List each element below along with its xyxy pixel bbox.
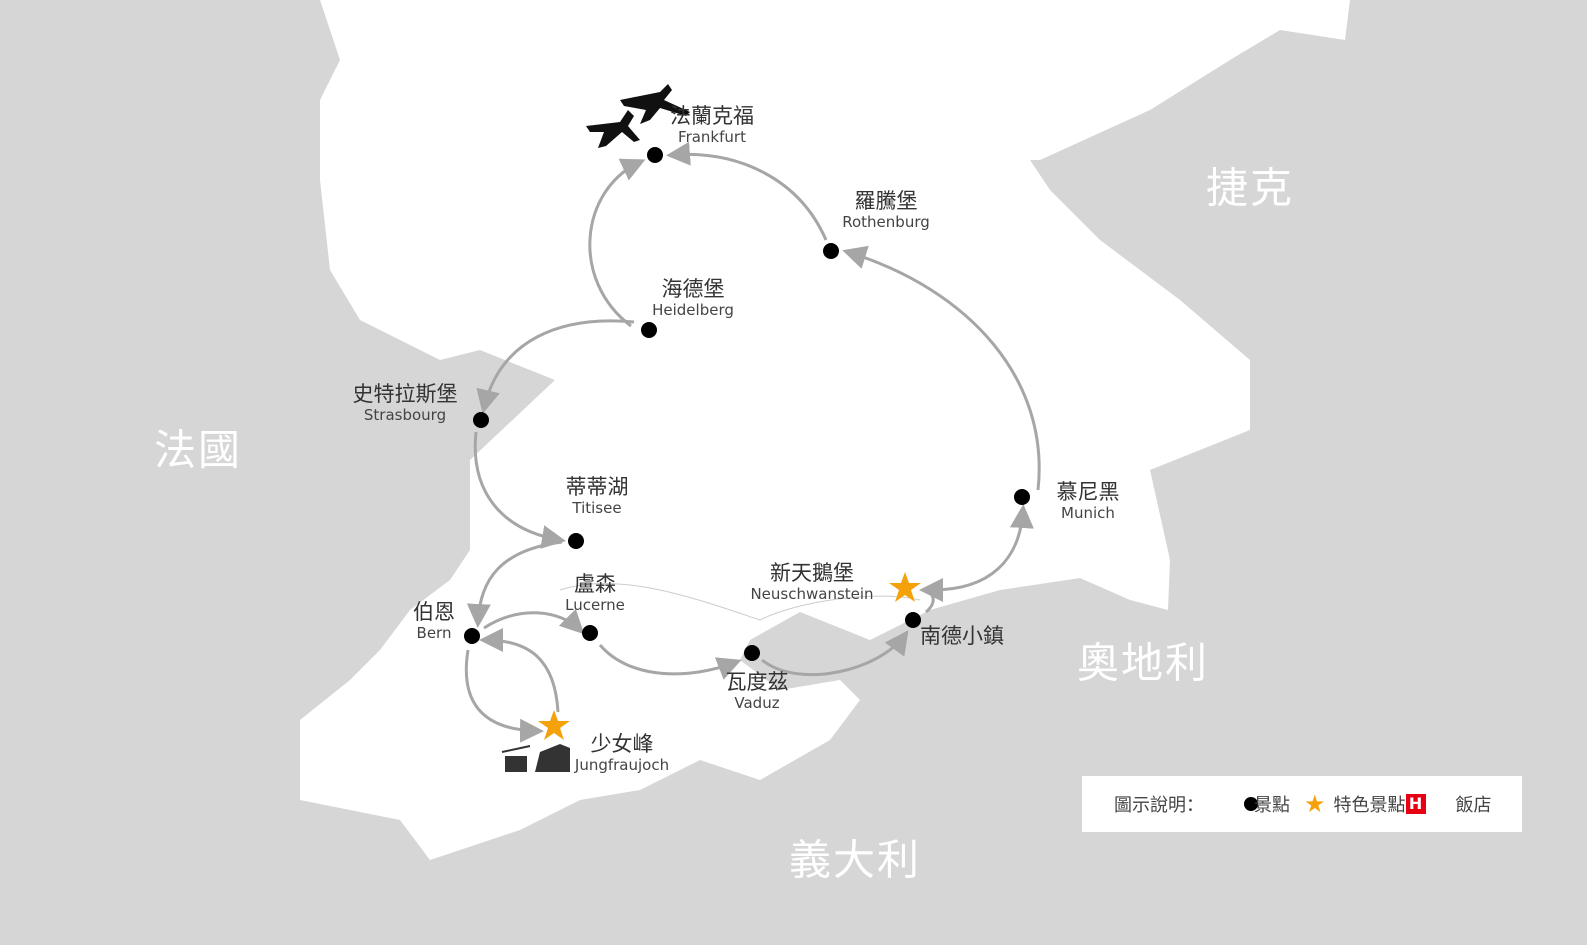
country-italy: 義大利 — [788, 835, 922, 885]
marker-bern[interactable] — [464, 628, 480, 644]
lake-shore — [559, 583, 921, 621]
hotel-icon: H — [1405, 794, 1426, 814]
legend-featured: 特色景點 — [1333, 795, 1406, 816]
marker-south-german-town[interactable] — [905, 612, 921, 628]
legend-hotel: 飯店 — [1455, 795, 1492, 816]
highlighted-region — [300, 0, 1350, 860]
cable-car-icon — [501, 745, 531, 772]
legend-attraction: 景點 — [1254, 795, 1290, 816]
dot-icon — [1244, 797, 1258, 811]
star-icon: ★ — [1304, 790, 1326, 818]
train-icon — [535, 744, 570, 772]
marker-munich[interactable] — [1014, 489, 1030, 505]
marker-vaduz[interactable] — [744, 645, 760, 661]
marker-titisee[interactable] — [568, 533, 584, 549]
marker-rothenburg[interactable] — [823, 243, 839, 259]
airplane-icon — [586, 84, 690, 148]
map-legend: 圖示說明： 景點 ★ 特色景點 H 飯店 — [1082, 776, 1522, 832]
marker-frankfurt[interactable] — [647, 147, 663, 163]
legend-title: 圖示說明： — [1114, 795, 1204, 816]
country-france: 法國 — [153, 425, 243, 475]
country-austria: 奧地利 — [1076, 638, 1210, 688]
marker-lucerne[interactable] — [582, 625, 598, 641]
country-czech: 捷克 — [1205, 163, 1295, 213]
label-south-german-town: 南德小鎮 — [920, 624, 1004, 648]
star-neuschwanstein[interactable] — [889, 572, 921, 602]
route-lines — [464, 141, 1041, 743]
marker-heidelberg[interactable] — [641, 322, 657, 338]
marker-strasbourg[interactable] — [473, 412, 489, 428]
star-jungfraujoch[interactable] — [538, 710, 570, 740]
